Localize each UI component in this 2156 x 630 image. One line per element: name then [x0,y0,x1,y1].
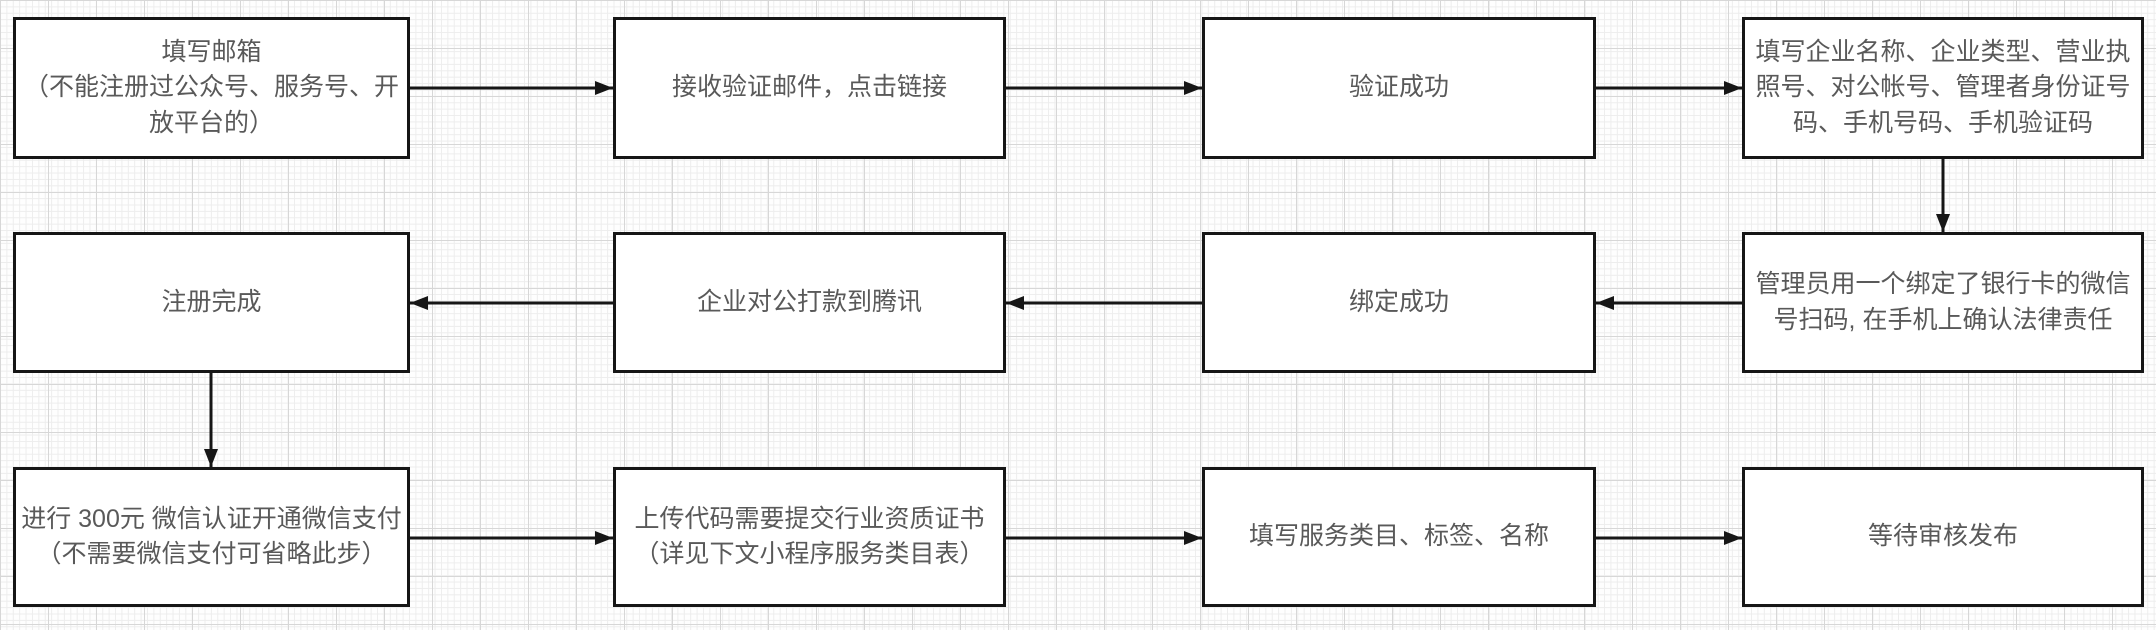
flow-node-fill-company-info: 填写企业名称、企业类型、营业执照号、对公帐号、管理者身份证号码、手机号码、手机验… [1742,17,2144,159]
flow-node-company-remit-tencent: 企业对公打款到腾讯 [613,232,1006,373]
node-label: 填写服务类目、标签、名称 [1248,522,1549,551]
node-label: 注册完成 [161,287,262,316]
node-label: 绑定成功 [1348,287,1449,316]
flow-node-registration-complete: 注册完成 [13,232,410,373]
node-label: 验证成功 [1348,73,1449,102]
node-label: 进行 300元 微信认证开通微信支付（不需要微信支付可省略此步） [21,504,402,569]
flow-node-binding-success: 绑定成功 [1202,232,1596,373]
node-label: 等待审核发布 [1867,522,2018,551]
node-label: 接收验证邮件，点击链接 [671,73,947,102]
flow-node-wechat-certification-payment: 进行 300元 微信认证开通微信支付（不需要微信支付可省略此步） [13,467,410,607]
flow-node-fill-service-category: 填写服务类目、标签、名称 [1202,467,1596,607]
node-label: 管理员用一个绑定了银行卡的微信号扫码, 在手机上确认法律责任 [1755,270,2131,334]
node-label: 填写邮箱 （不能注册过公众号、服务号、开放平台的） [23,37,399,137]
flow-node-upload-code-qualification: 上传代码需要提交行业资质证书 （详见下文小程序服务类目表） [613,467,1006,607]
node-label: 上传代码需要提交行业资质证书 （详见下文小程序服务类目表） [634,504,985,569]
flow-node-wait-review-release: 等待审核发布 [1742,467,2144,607]
node-label: 企业对公打款到腾讯 [696,287,922,316]
flow-node-fill-email: 填写邮箱 （不能注册过公众号、服务号、开放平台的） [13,17,410,159]
flow-node-verification-success: 验证成功 [1202,17,1596,159]
flow-node-admin-scan-confirm: 管理员用一个绑定了银行卡的微信号扫码, 在手机上确认法律责任 [1742,232,2144,373]
node-label: 填写企业名称、企业类型、营业执照号、对公帐号、管理者身份证号码、手机号码、手机验… [1755,37,2131,137]
flow-node-receive-verification-email: 接收验证邮件，点击链接 [613,17,1006,159]
